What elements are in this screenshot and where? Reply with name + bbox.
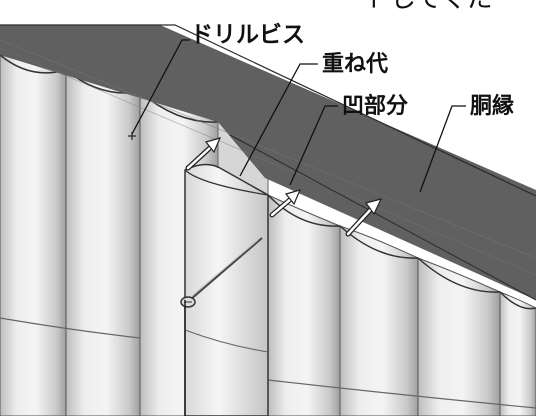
direction-arrows <box>185 137 383 237</box>
arrow-icon <box>345 198 383 237</box>
furring-clear <box>0 0 160 25</box>
top-caption-fragment: ートしてくた <box>338 0 492 12</box>
panel-strip <box>267 194 341 417</box>
label-recess: 凹部分 <box>342 94 409 119</box>
front-panel-top-edge <box>184 169 269 196</box>
screw-shaft <box>189 237 263 301</box>
panel-seam <box>0 317 141 339</box>
label-overlap: 重ね代 <box>322 52 389 77</box>
furring-bottom-edge <box>229 134 536 301</box>
furring-edge-line <box>0 24 536 197</box>
leader-lines <box>131 39 466 193</box>
panel-strip <box>339 225 419 417</box>
leader-body-edge <box>419 105 466 193</box>
panel-strip <box>65 69 141 417</box>
corrugated-panels <box>0 54 536 417</box>
furring-top-face <box>0 25 536 300</box>
leader-recess <box>289 105 338 186</box>
panel-top-edge <box>267 194 536 310</box>
screw-shaft-highlight <box>191 239 259 297</box>
panel-seam <box>184 329 269 353</box>
arrow-icon <box>269 189 302 218</box>
furring-grain <box>0 39 536 259</box>
leader-overlap <box>239 63 318 177</box>
furring-grain <box>0 47 536 276</box>
leader-drill-screw <box>131 39 190 135</box>
panel-strip <box>0 54 67 417</box>
label-drill-screw: ドリルビス <box>190 22 305 48</box>
label-body-edge: 胴縁 <box>470 94 515 119</box>
arrow-icon <box>185 137 222 171</box>
furring-strip <box>0 0 536 301</box>
panel-seam <box>267 379 536 409</box>
front-panel <box>184 163 269 417</box>
panel-strip <box>499 291 536 417</box>
panel-top-edge <box>0 54 219 123</box>
